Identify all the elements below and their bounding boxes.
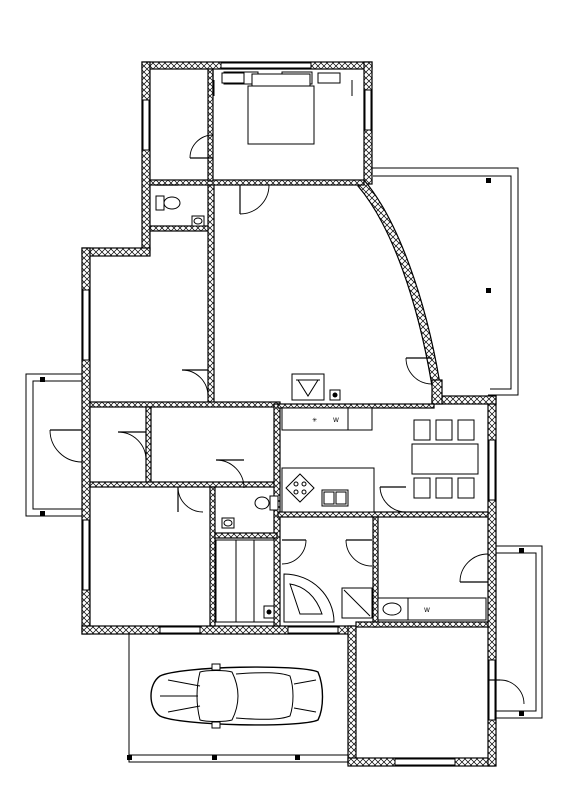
- dining-table: [411, 419, 479, 499]
- hob-icon: ✳: [312, 417, 317, 424]
- car: [150, 663, 324, 729]
- stove-mark-top: W: [333, 417, 339, 424]
- bed: [213, 71, 353, 145]
- kitchen-counter: ✳ W: [281, 407, 375, 513]
- toilet-north: [155, 195, 205, 227]
- interior-walls: [89, 68, 489, 628]
- windows: [82, 62, 496, 766]
- fireplace: [291, 373, 341, 401]
- terrace-southeast: [493, 545, 543, 719]
- terrace-east: [370, 167, 519, 396]
- stove-mark-right: W: [424, 607, 430, 614]
- wc-middle: [221, 495, 279, 529]
- carport: [127, 632, 348, 763]
- bathroom: W: [283, 573, 487, 623]
- stairs-storage: [215, 539, 275, 623]
- doors: [49, 70, 525, 705]
